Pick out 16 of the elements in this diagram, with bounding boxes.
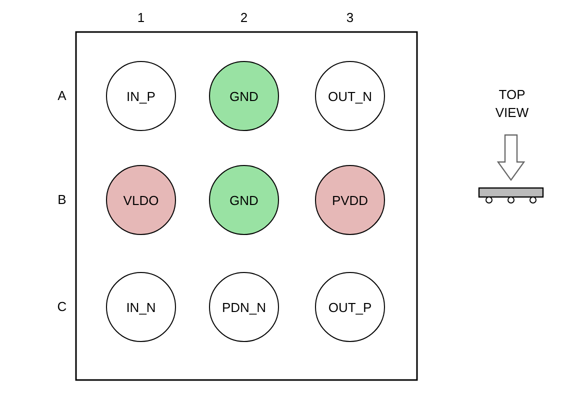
row-letter: C <box>56 298 68 316</box>
column-number: 1 <box>136 9 146 27</box>
column-number: 3 <box>345 9 355 27</box>
row-letter: A <box>56 87 68 105</box>
pin-circle: IN_N <box>106 272 176 342</box>
view-label: TOP VIEW <box>494 86 530 122</box>
column-number: 2 <box>239 9 249 27</box>
pin-circle: PVDD <box>315 165 385 235</box>
pin-circle: GND <box>209 165 279 235</box>
pin-circle: OUT_N <box>315 61 385 131</box>
pin-circle: OUT_P <box>315 272 385 342</box>
pin-circle: IN_P <box>106 61 176 131</box>
pin-circle: GND <box>209 61 279 131</box>
pin-circle: VLDO <box>106 165 176 235</box>
pin-circle: PDN_N <box>209 272 279 342</box>
row-letter: B <box>56 191 68 209</box>
